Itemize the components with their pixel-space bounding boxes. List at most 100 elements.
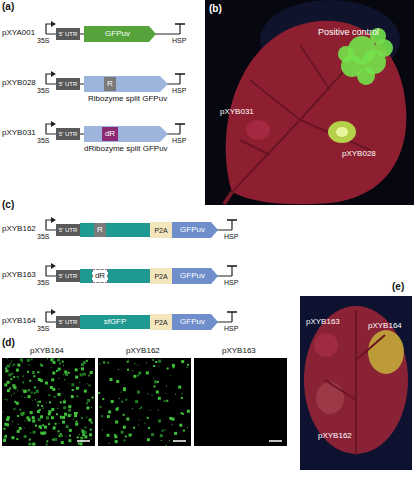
fluorescence-dot	[83, 373, 86, 376]
fluorescence-dot	[39, 425, 42, 428]
fluorescence-dot	[71, 395, 74, 398]
fluorescence-dot	[6, 366, 7, 367]
fluorescence-dot	[179, 424, 182, 427]
fluorescence-dot	[13, 376, 15, 378]
fluorescence-dot	[154, 385, 156, 387]
fluorescence-dot	[64, 443, 65, 444]
fluorescence-dot	[24, 428, 25, 429]
scale-bar	[173, 440, 186, 442]
figure-label: dRibozyme split GFPuv	[84, 145, 168, 153]
fluorescence-dot	[187, 364, 189, 366]
fluorescence-dot	[68, 409, 71, 412]
fluorescence-dot	[91, 407, 92, 408]
fluorescence-dot	[52, 372, 55, 375]
fluorescence-dot	[114, 435, 117, 438]
fluorescence-dot	[103, 361, 105, 363]
fluorescence-dot	[7, 399, 8, 400]
fluorescence-dot	[58, 434, 59, 435]
leaf-shape	[304, 306, 408, 454]
construct-part-box: R	[104, 77, 116, 91]
fluorescence-dot	[157, 381, 159, 383]
fluorescence-dot	[18, 424, 19, 425]
fluorescence-dot	[89, 384, 91, 386]
promoter-arrowhead	[51, 309, 56, 315]
fluorescence-dot	[71, 383, 74, 386]
fluorescence-dot	[178, 386, 181, 389]
fluorescence-dot	[61, 441, 64, 444]
gene-arrow-box: GFPuv	[172, 222, 218, 238]
fluorescence-dot	[107, 362, 109, 364]
fluorescence-dot	[13, 393, 14, 394]
fluorescence-dot	[19, 427, 22, 430]
promoter-arrowhead	[51, 71, 56, 77]
fluorescence-dot	[6, 423, 9, 426]
micrograph	[2, 358, 95, 446]
fluorescence-dot	[66, 425, 69, 428]
fluorescence-dot	[28, 443, 31, 446]
fluorescence-dot	[138, 372, 141, 375]
infiltration-spot	[314, 333, 338, 357]
fluorescence-dot	[127, 361, 129, 363]
figure-label: HSP	[172, 137, 186, 144]
infiltration-spot	[246, 120, 270, 140]
fluorescence-dot	[161, 440, 162, 441]
fluorescence-dot	[53, 361, 56, 364]
fluorescence-dot	[110, 378, 113, 381]
fluorescence-dot	[70, 414, 72, 416]
fluorescence-dot	[5, 399, 6, 400]
fluorescence-dot	[30, 411, 33, 414]
fluorescence-dot	[39, 371, 40, 372]
fluorescence-dot	[90, 429, 92, 431]
fluorescence-dot	[166, 386, 167, 387]
terminator	[227, 265, 237, 267]
fluorescence-dot	[127, 360, 129, 361]
fluorescence-dot	[11, 436, 14, 439]
terminator	[227, 219, 237, 221]
fluorescence-dot	[153, 365, 155, 367]
promoter-arrow	[46, 312, 51, 322]
fluorescence-dot	[37, 404, 39, 406]
terminator	[231, 266, 232, 276]
figure-label: HSP	[224, 279, 238, 286]
fluorescence-dot	[24, 435, 27, 438]
fluorescence-dot	[123, 387, 126, 390]
fluorescence-dot	[32, 416, 35, 419]
fluorescence-dot	[52, 388, 55, 391]
promoter-arrow	[46, 124, 51, 134]
fluorescence-dot	[116, 408, 119, 411]
fluorescence-dot	[35, 399, 36, 400]
fluorescence-dot	[108, 411, 111, 414]
fluorescence-dot	[46, 444, 48, 446]
figure-label: 35S	[37, 137, 49, 144]
fluorescence-dot	[84, 435, 87, 438]
fluorescence-dot	[156, 391, 159, 394]
fluorescence-dot	[21, 413, 24, 416]
fluorescence-dot	[75, 368, 78, 371]
fluorescence-dot	[41, 405, 43, 407]
part-name: P2A	[154, 227, 167, 234]
fluorescence-dot	[54, 358, 55, 359]
construct-part-box: P2A	[150, 314, 172, 330]
fluorescence-dot	[58, 389, 59, 390]
fluorescence-dot	[40, 432, 43, 435]
split-gfp-shape	[84, 76, 168, 92]
fluorescence-dot	[10, 363, 11, 364]
terminator	[179, 24, 180, 34]
fluorescence-dot	[12, 365, 13, 366]
fluorescence-dot	[127, 369, 129, 371]
fluorescence-dot	[81, 429, 82, 430]
part-name: 5' UTR	[59, 273, 77, 279]
fluorescence-dot	[27, 359, 30, 362]
panel-letter: (e)	[392, 282, 404, 292]
fluorescence-dot	[123, 414, 125, 416]
fluorescence-dot	[46, 416, 49, 419]
fluorescence-dot	[16, 438, 18, 440]
part-name: GFPuv	[105, 30, 130, 38]
figure-label: pXYB162	[318, 432, 352, 440]
construct-part-box: dR	[102, 127, 118, 141]
fluorescence-dot	[101, 415, 103, 417]
fluorescence-dot	[84, 390, 87, 393]
fluorescence-dot	[6, 418, 9, 421]
figure-label: HSP	[224, 325, 238, 332]
fluorescence-dot	[139, 420, 140, 421]
